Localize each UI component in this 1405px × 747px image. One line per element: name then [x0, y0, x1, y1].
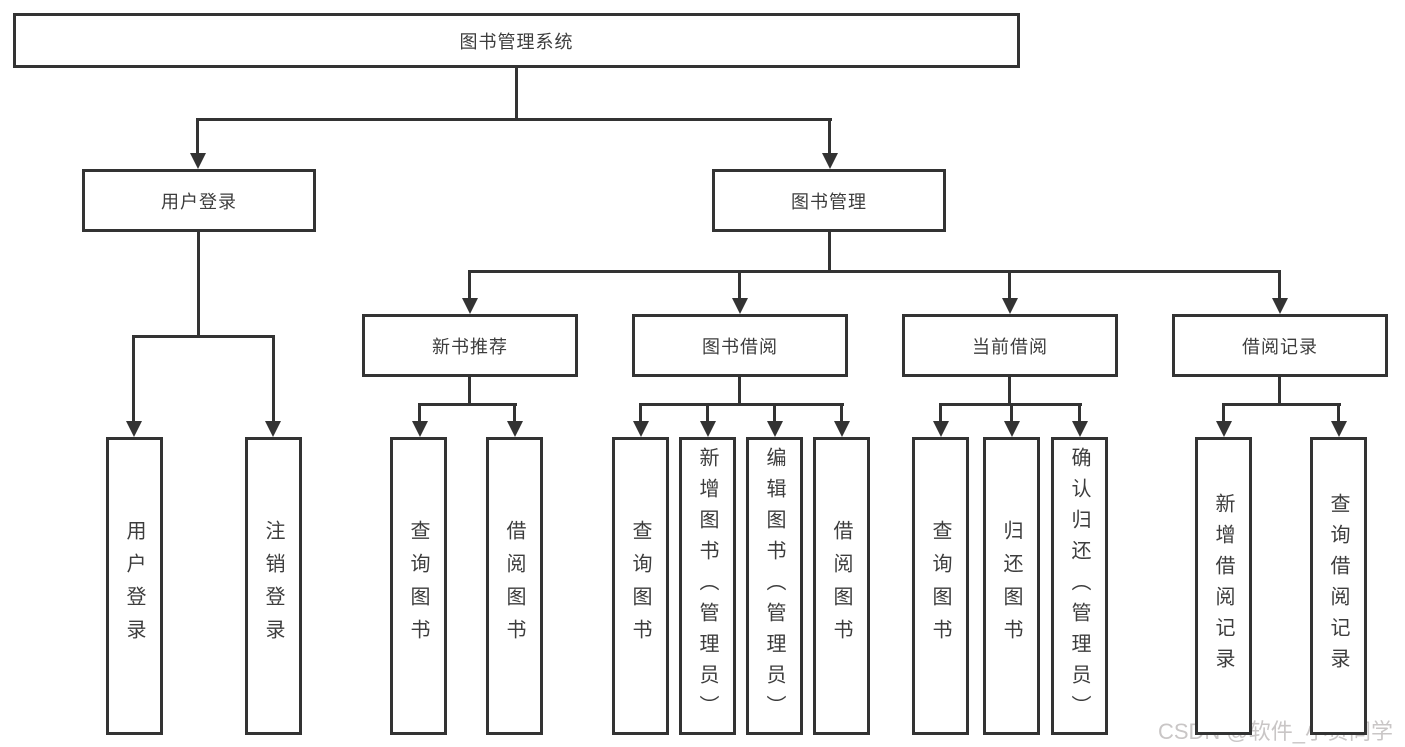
leaf-edit-books-admin: 编辑图书（管理员）: [746, 437, 803, 735]
leaf-query-borrow-record: 查询借阅记录: [1310, 437, 1367, 735]
connector-vline: [1337, 403, 1340, 422]
leaf-confirm-return-admin: 确认归还（管理员）: [1051, 437, 1108, 735]
arrow-down-icon: [732, 298, 748, 314]
node-current-borrowing: 当前借阅: [902, 314, 1118, 377]
connector-vline: [1008, 377, 1011, 406]
connector-hline: [468, 270, 1281, 273]
node-current-borrowing-label: 当前借阅: [972, 336, 1048, 357]
connector-vline: [639, 403, 642, 422]
leaf-borrow-books: 借阅图书: [813, 437, 870, 735]
leaf-label: 注销登录: [262, 520, 284, 652]
leaf-label: 借阅图书: [830, 520, 852, 652]
leaf-borrow-books: 借阅图书: [486, 437, 543, 735]
leaf-label: 确认归还（管理员）: [1068, 446, 1090, 726]
connector-vline: [1222, 403, 1225, 422]
node-root: 图书管理系统: [13, 13, 1020, 68]
connector-vline: [773, 403, 776, 422]
connector-vline: [1010, 403, 1013, 422]
leaf-label: 查询图书: [929, 520, 951, 652]
connector-vline: [828, 232, 831, 273]
leaf-label: 借阅图书: [503, 520, 525, 652]
arrow-down-icon: [190, 153, 206, 169]
arrow-down-icon: [126, 421, 142, 437]
connector-vline: [418, 403, 421, 422]
node-user-login-label: 用户登录: [161, 191, 237, 212]
connector-vline: [515, 68, 518, 121]
arrow-down-icon: [412, 421, 428, 437]
arrow-down-icon: [1002, 298, 1018, 314]
connector-hline: [418, 403, 517, 406]
connector-hline: [132, 335, 275, 338]
connector-vline: [513, 403, 516, 422]
leaf-query-books: 查询图书: [912, 437, 969, 735]
connector-vline: [1078, 403, 1081, 422]
node-book-borrowing: 图书借阅: [632, 314, 848, 377]
arrow-down-icon: [633, 421, 649, 437]
node-new-book-recommendation-label: 新书推荐: [432, 336, 508, 357]
connector-vline: [1278, 377, 1281, 406]
arrow-down-icon: [1331, 421, 1347, 437]
leaf-label: 编辑图书（管理员）: [763, 446, 785, 726]
connector-vline: [196, 118, 199, 155]
leaf-label: 查询图书: [407, 520, 429, 652]
arrow-down-icon: [507, 421, 523, 437]
arrow-down-icon: [1216, 421, 1232, 437]
node-book-management-label: 图书管理: [791, 191, 867, 212]
arrow-down-icon: [1272, 298, 1288, 314]
leaf-label: 查询借阅记录: [1327, 493, 1349, 679]
arrow-down-icon: [822, 153, 838, 169]
connector-vline: [828, 118, 831, 155]
leaf-return-books: 归还图书: [983, 437, 1040, 735]
connector-vline: [272, 335, 275, 422]
arrow-down-icon: [700, 421, 716, 437]
node-borrowing-records-label: 借阅记录: [1242, 336, 1318, 357]
arrow-down-icon: [767, 421, 783, 437]
connector-vline: [738, 377, 741, 406]
leaf-label: 归还图书: [1000, 520, 1022, 652]
leaf-label: 查询图书: [629, 520, 651, 652]
connector-vline: [468, 377, 471, 406]
node-book-management: 图书管理: [712, 169, 946, 232]
connector-hline: [196, 118, 832, 121]
node-user-login: 用户登录: [82, 169, 316, 232]
leaf-label: 新增图书（管理员）: [696, 446, 718, 726]
node-book-borrowing-label: 图书借阅: [702, 336, 778, 357]
node-root-label: 图书管理系统: [459, 31, 574, 52]
node-new-book-recommendation: 新书推荐: [362, 314, 578, 377]
leaf-query-books: 查询图书: [612, 437, 669, 735]
arrow-down-icon: [1004, 421, 1020, 437]
connector-vline: [1278, 270, 1281, 299]
connector-vline: [738, 270, 741, 299]
leaf-add-books-admin: 新增图书（管理员）: [679, 437, 736, 735]
connector-vline: [840, 403, 843, 422]
leaf-add-borrow-record: 新增借阅记录: [1195, 437, 1252, 735]
connector-vline: [1008, 270, 1011, 299]
connector-hline: [1222, 403, 1341, 406]
connector-vline: [939, 403, 942, 422]
arrow-down-icon: [265, 421, 281, 437]
connector-vline: [197, 232, 200, 338]
leaf-logout: 注销登录: [245, 437, 302, 735]
leaf-label: 用户登录: [123, 520, 145, 652]
leaf-label: 新增借阅记录: [1212, 493, 1234, 679]
arrow-down-icon: [834, 421, 850, 437]
connector-vline: [706, 403, 709, 422]
connector-hline: [639, 403, 844, 406]
connector-vline: [132, 335, 135, 422]
arrow-down-icon: [1072, 421, 1088, 437]
leaf-query-books: 查询图书: [390, 437, 447, 735]
arrow-down-icon: [462, 298, 478, 314]
leaf-user-login: 用户登录: [106, 437, 163, 735]
connector-vline: [468, 270, 471, 299]
node-borrowing-records: 借阅记录: [1172, 314, 1388, 377]
arrow-down-icon: [933, 421, 949, 437]
